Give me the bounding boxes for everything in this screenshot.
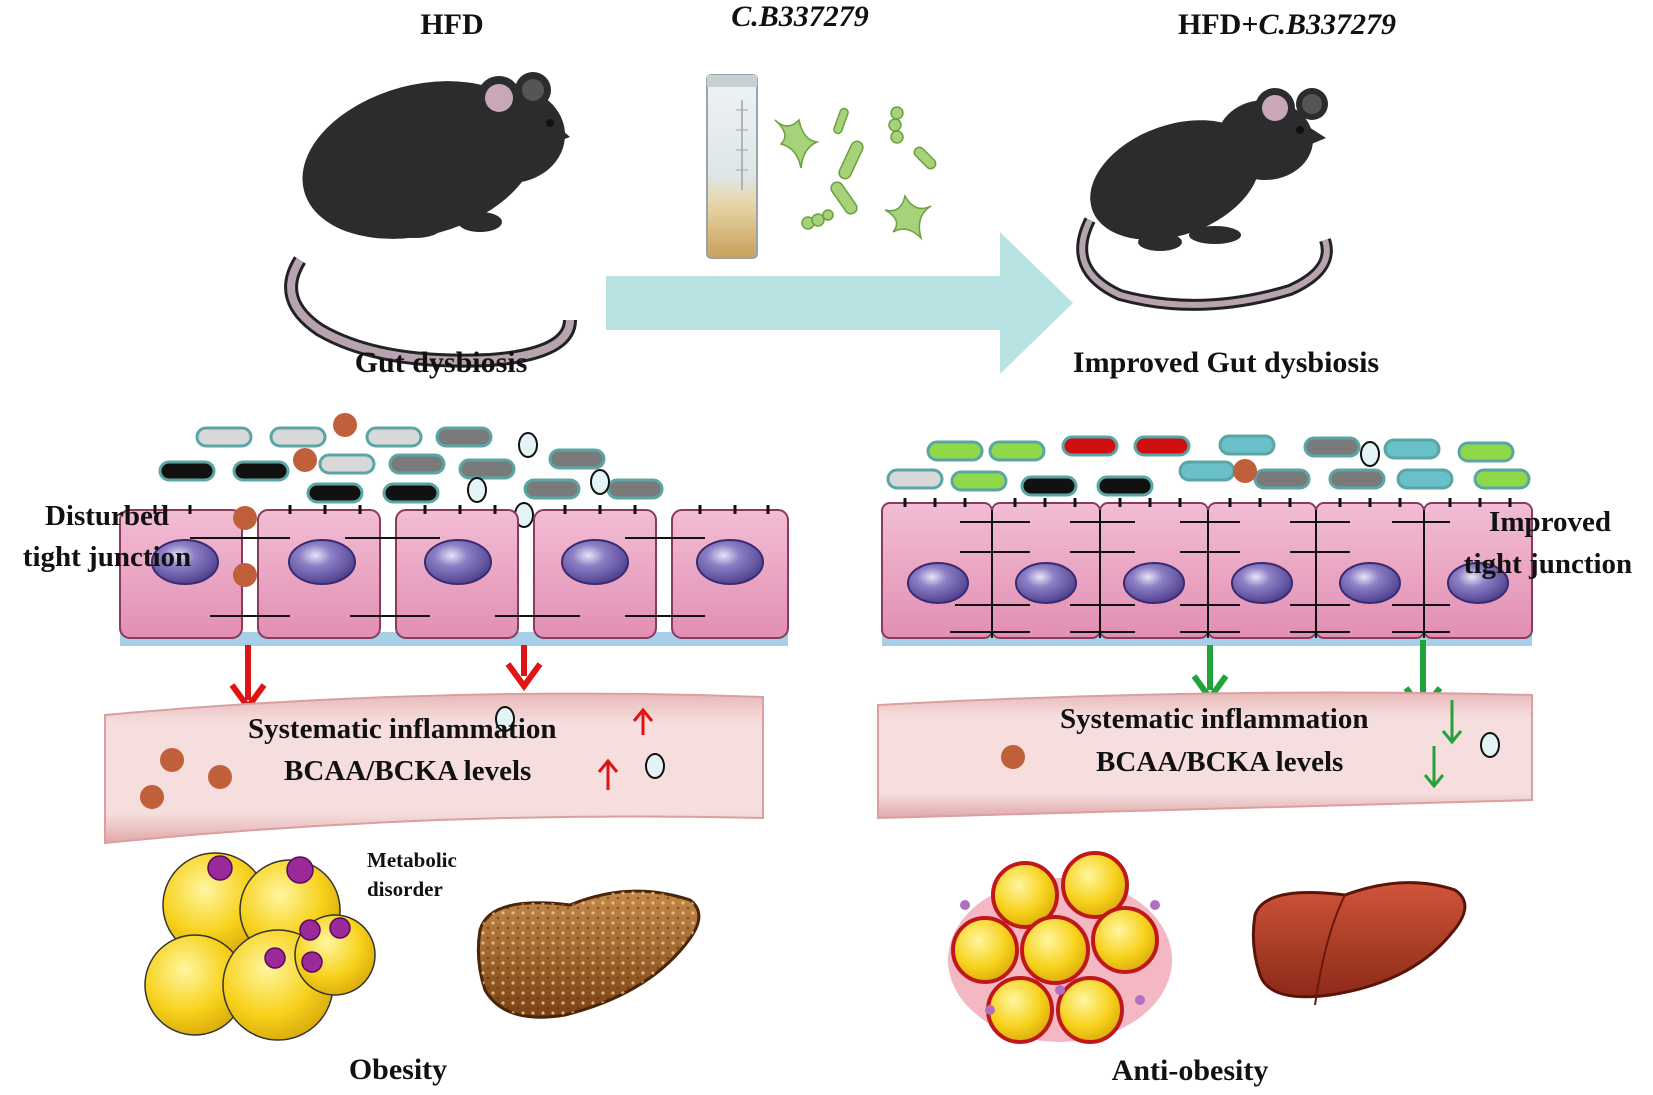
culture-tube-icon (706, 74, 758, 259)
increase-arrow (597, 707, 654, 790)
blood-vessel-icon (104, 692, 764, 845)
mouse-icon (1076, 88, 1333, 311)
bacteria-icon (774, 106, 937, 241)
left-title: HFD (420, 8, 484, 41)
mouse-icon (284, 72, 577, 368)
gut-microbiota-left (158, 426, 664, 504)
left-subtitle: Gut dysbiosis (354, 346, 528, 379)
right-inflammation-label: Systematic inflammation (1060, 703, 1369, 735)
metabolic-disorder-line1: Metabolic (367, 848, 457, 872)
right-junction-label-line1: Improved (1489, 506, 1611, 538)
left-bcaa-label: BCAA/BCKA levels (284, 755, 532, 787)
right-outcome: Anti-obesity (1111, 1054, 1269, 1087)
liver-icon (1251, 881, 1467, 1006)
right-subtitle: Improved Gut dysbiosis (1072, 346, 1380, 379)
epithelial-cells-icon (119, 505, 789, 646)
gut-microbiota-right (886, 434, 1531, 497)
decrease-arrow (1423, 700, 1463, 789)
right-junction-label-line2: tight junction (1463, 548, 1633, 580)
left-outcome: Obesity (348, 1053, 448, 1086)
blood-vessel-icon (877, 691, 1533, 820)
right-bcaa-label: BCAA/BCKA levels (1096, 746, 1344, 778)
left-junction-label-line1: Disturbed (44, 500, 170, 532)
macrophage-icon (207, 855, 351, 973)
liver-icon (476, 889, 701, 1019)
adipose-tissue-icon (948, 851, 1172, 1044)
right-title-strain: C.B337279 (1258, 8, 1396, 41)
right-title: HFD+C.B337279 (1178, 8, 1396, 42)
bacteria-icon (293, 413, 610, 528)
bacteria-icon (1233, 441, 1380, 483)
middle-title: C.B337279 (731, 0, 869, 33)
adipose-tissue-icon (144, 852, 376, 1041)
left-junction-label-line2: tight junction (22, 541, 192, 573)
right-title-prefix: HFD+ (1178, 8, 1259, 41)
metabolic-disorder-line2: disorder (367, 877, 443, 901)
left-inflammation-label: Systematic inflammation (248, 713, 557, 745)
epithelial-cells-icon (881, 498, 1533, 646)
treatment-arrow (606, 232, 1073, 374)
